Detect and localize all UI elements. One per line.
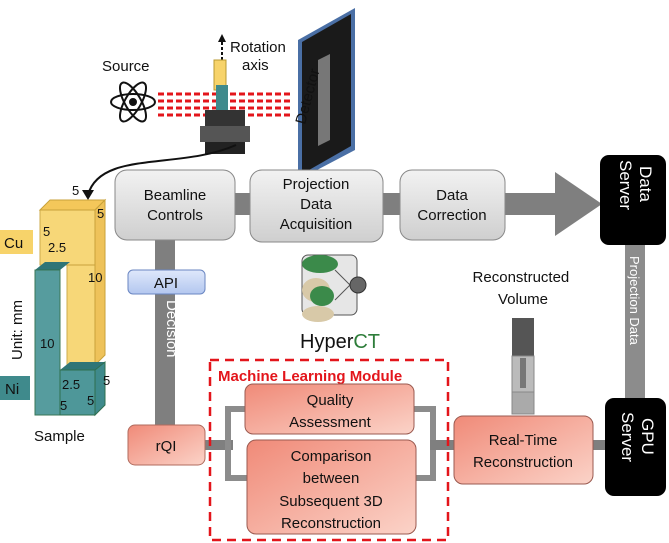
svg-text:rQI: rQI bbox=[156, 438, 177, 455]
source-label: Source bbox=[102, 58, 150, 75]
sample-pointer-arrow bbox=[87, 144, 237, 196]
sample-label: Sample bbox=[34, 428, 85, 445]
ni-label-box bbox=[0, 376, 30, 400]
atom-icon bbox=[110, 81, 156, 123]
svg-text:Data Server: Data Server bbox=[616, 160, 655, 210]
projection-data-label: Projection Data bbox=[627, 256, 642, 346]
svg-text:GPU Server: GPU Server bbox=[618, 412, 657, 462]
sample-illustration bbox=[34, 198, 107, 417]
data-flow-arrowhead bbox=[555, 172, 602, 236]
svg-text:2.5: 2.5 bbox=[62, 377, 80, 392]
sample-pointer-arrowhead bbox=[82, 190, 94, 200]
rotation-stage-icon bbox=[200, 34, 250, 154]
svg-text:5: 5 bbox=[72, 183, 79, 198]
svg-text:10: 10 bbox=[40, 336, 54, 351]
ml-module-title: Machine Learning Module bbox=[218, 368, 402, 385]
hyperct-logo: HyperCT bbox=[300, 254, 380, 353]
svg-text:API: API bbox=[154, 275, 178, 292]
data-server: Data Server bbox=[600, 155, 666, 245]
svg-text:5: 5 bbox=[103, 373, 110, 388]
cu-label: Cu bbox=[4, 235, 23, 252]
rotation-axis-label: Rotation axis bbox=[230, 39, 290, 74]
gpu-server: GPU Server bbox=[605, 398, 666, 496]
svg-text:5: 5 bbox=[97, 206, 104, 221]
ml-rt-connector bbox=[430, 440, 456, 450]
svg-text:2.5: 2.5 bbox=[48, 240, 66, 255]
reconstructed-volume-image bbox=[511, 318, 535, 415]
svg-text:10: 10 bbox=[88, 270, 102, 285]
svg-text:5: 5 bbox=[87, 393, 94, 408]
projection-data-connector bbox=[625, 243, 645, 401]
svg-text:5: 5 bbox=[60, 398, 67, 413]
decision-label: Decision bbox=[163, 300, 180, 358]
rt-gpu-connector bbox=[592, 440, 607, 450]
cu-label-box bbox=[0, 230, 33, 254]
rqi-ml-connector bbox=[203, 440, 233, 450]
svg-text:5: 5 bbox=[43, 224, 50, 239]
detector-icon bbox=[298, 8, 355, 180]
ni-label: Ni bbox=[5, 381, 19, 398]
svg-text:HyperCT: HyperCT bbox=[300, 331, 380, 353]
api-box: API bbox=[127, 269, 206, 295]
rqi-box: rQI bbox=[127, 424, 206, 466]
sample-dimensions: 5 5 5 2.5 10 10 2.5 5 5 5 bbox=[40, 183, 110, 413]
reconstructed-volume-label: Reconstructed Volume bbox=[473, 269, 574, 308]
unit-label: Unit: mm bbox=[9, 300, 26, 360]
